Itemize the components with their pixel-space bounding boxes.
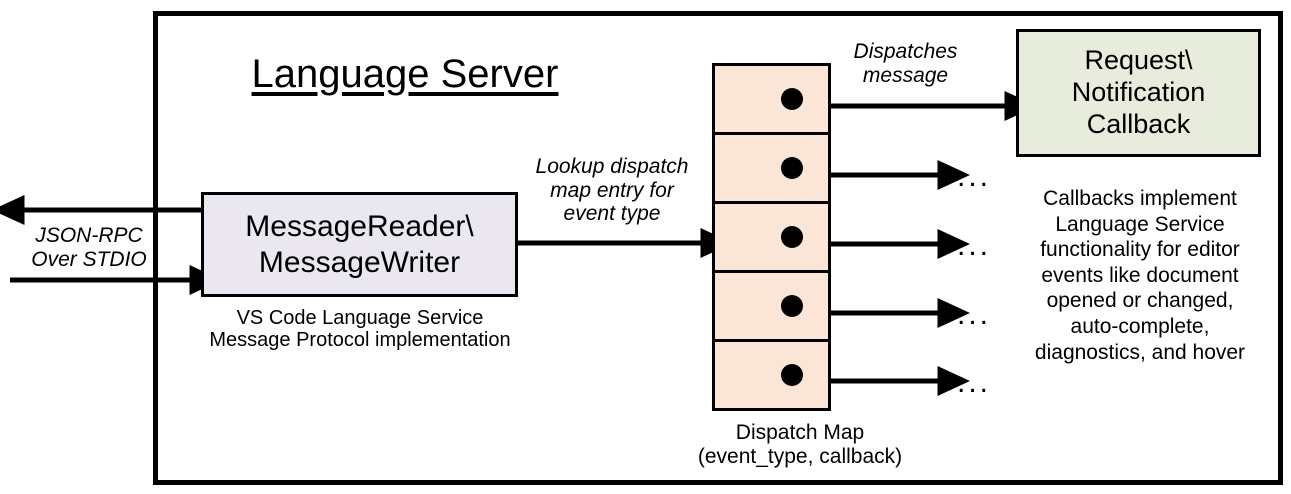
request-notification-callback-box[interactable]: Request\ Notification Callback xyxy=(1016,29,1261,157)
table-row[interactable] xyxy=(715,273,828,342)
dispatch-map-table[interactable] xyxy=(712,63,831,411)
json-rpc-label: JSON-RPC Over STDIO xyxy=(31,224,147,271)
callback-box-caption: Callbacks implement Language Service fun… xyxy=(1034,187,1246,364)
lookup-dispatch-label: Lookup dispatch map entry for event type xyxy=(535,155,689,226)
message-reader-writer-box[interactable]: MessageReader\ MessageWriter xyxy=(201,192,518,297)
message-reader-writer-caption: VS Code Language Service Message Protoco… xyxy=(209,307,511,352)
callback-dot-icon xyxy=(781,295,803,317)
language-server-frame xyxy=(153,11,1283,485)
callback-dot-icon xyxy=(781,364,803,386)
page-title: Language Server xyxy=(251,52,559,96)
table-row[interactable] xyxy=(715,204,828,273)
dispatch-row-ellipsis-3: ... xyxy=(957,229,992,262)
callback-dot-icon xyxy=(781,88,803,110)
dispatch-row-ellipsis-4: ... xyxy=(957,298,992,331)
message-reader-writer-label: MessageReader\ MessageWriter xyxy=(245,210,474,279)
table-row[interactable] xyxy=(715,66,828,135)
callback-dot-icon xyxy=(781,226,803,248)
table-row[interactable] xyxy=(715,135,828,204)
dispatch-row-ellipsis-5: ... xyxy=(957,366,992,399)
request-notification-callback-label: Request\ Notification Callback xyxy=(1071,45,1206,139)
dispatch-row-ellipsis-2: ... xyxy=(957,160,992,193)
dispatches-message-label: Dispatches message xyxy=(853,40,958,87)
dispatch-map-caption: Dispatch Map (event_type, callback) xyxy=(697,421,903,468)
table-row[interactable] xyxy=(715,342,828,408)
callback-dot-icon xyxy=(781,157,803,179)
